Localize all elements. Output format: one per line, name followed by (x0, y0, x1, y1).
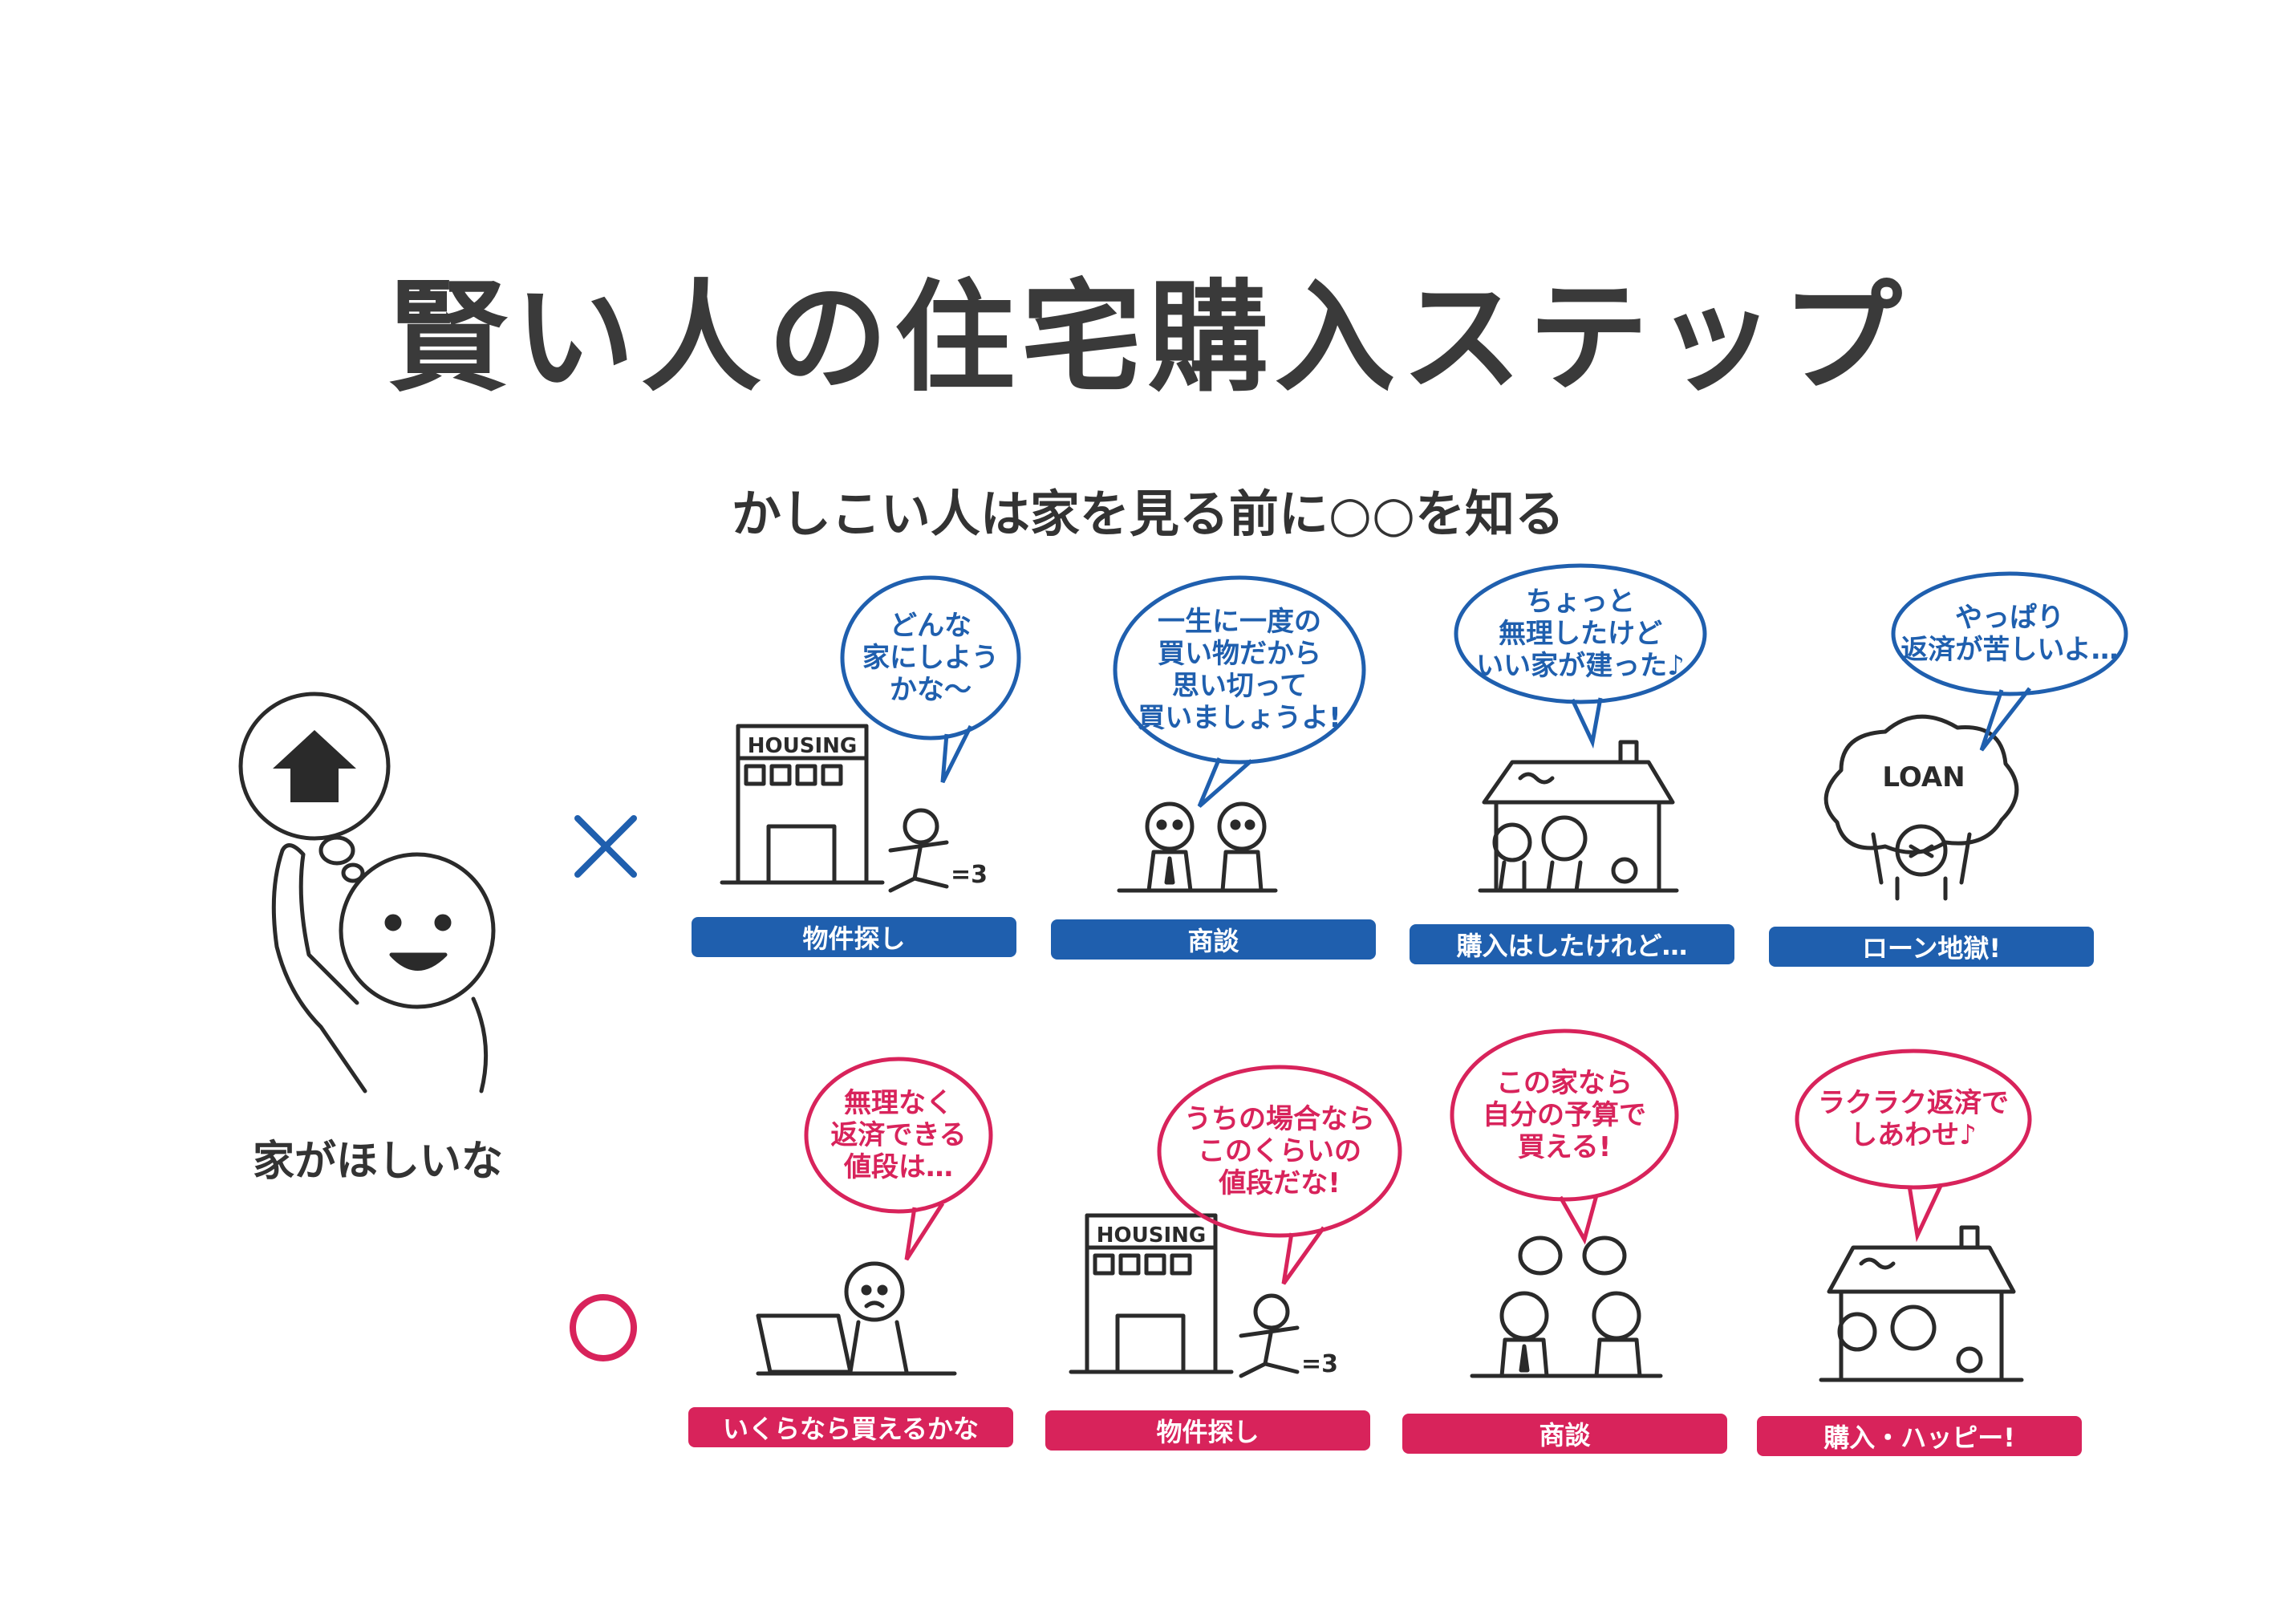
dash-mark-1: =3 (951, 861, 988, 889)
bubble-line: 家にしよう (862, 641, 999, 674)
bubble-line: 思い切って (1171, 670, 1308, 702)
laptop-scene (756, 1261, 957, 1376)
sales-talk-scene-1 (1117, 801, 1278, 893)
bubble-lines: ちょっと無理したけどいい家が建った♪ (1476, 586, 1685, 682)
bubble-text: ラクラク返済でしあわせ♪ (1801, 1059, 2026, 1179)
step-label: ローン地獄! (1769, 927, 2094, 967)
bubble-lines: 一生に一度の買い物だから思い切って買いましょうよ! (1138, 606, 1341, 734)
house-icon (273, 730, 356, 802)
bubble-line: どんな (890, 609, 972, 642)
circle-mark-icon (570, 1294, 637, 1361)
bubble-line: しあわせ♪ (1850, 1119, 1977, 1151)
bubble-text: ちょっと無理したけどいい家が建った♪ (1460, 574, 1701, 694)
bubble-lines: やっぱり返済が苦しいよ… (1900, 602, 2118, 666)
page-title: 賢い人の住宅購入ステップ (387, 269, 1909, 408)
bubble-line: 値段だな! (1219, 1167, 1341, 1200)
bubble-line: 返済が苦しいよ… (1900, 634, 2119, 666)
bubble-line: いい家が建った♪ (1476, 650, 1685, 683)
bubble-text: 無理なく返済できる値段は… (810, 1063, 987, 1207)
bubble-line: かな〜 (890, 674, 972, 707)
bubble-line: 買いましょうよ! (1138, 702, 1341, 735)
housing-sign-2: HOUSING (1097, 1223, 1206, 1248)
step-label: 物件探し (692, 917, 1016, 957)
dash-mark-2: =3 (1301, 1350, 1338, 1378)
housing-building-1 (720, 724, 949, 893)
bubble-text: この家なら自分の予算で買える! (1456, 1039, 1673, 1191)
bubble-lines: ラクラク返済でしあわせ♪ (1818, 1087, 2009, 1151)
bubble-line: 無理なく (843, 1086, 953, 1119)
bubble-text: 一生に一度の買い物だから思い切って買いましょうよ! (1119, 586, 1360, 754)
bubble-line: ラクラク返済で (1818, 1086, 2009, 1119)
bubble-lines: どんな家にしようかな〜 (862, 610, 999, 706)
bubble-line: 返済できる (830, 1118, 967, 1151)
step-label: 商談 (1051, 919, 1376, 960)
person-caption: 家がほしいな (253, 1138, 504, 1186)
bubble-line: 買える! (1517, 1131, 1612, 1164)
housing-building-2 (1069, 1213, 1300, 1378)
cross-mark-icon (574, 815, 637, 878)
bubble-line: この家なら (1496, 1066, 1633, 1099)
bubble-line: 無理したけど (1498, 617, 1662, 650)
house-family-scene-1 (1478, 740, 1679, 893)
speech-bubble-outline (840, 575, 1021, 740)
bubble-line: このくらいの (1198, 1134, 1361, 1167)
bubble-line: うちの場合なら (1184, 1102, 1375, 1135)
step-label: いくらなら買えるかな (688, 1407, 1013, 1447)
house-family-scene-2 (1819, 1225, 2024, 1382)
bubble-line: 一生に一度の (1157, 605, 1321, 638)
thinking-person-figure (238, 692, 496, 1093)
bubble-line: 買い物だから (1157, 637, 1321, 670)
bubble-line: 値段は… (843, 1151, 953, 1184)
housing-sign-1: HOUSING (748, 734, 857, 758)
step-label: 商談 (1402, 1414, 1727, 1454)
bubble-lines: うちの場合ならこのくらいの値段だな! (1184, 1103, 1375, 1199)
bubble-line: やっぱり (1954, 601, 2064, 634)
sales-talk-scene-2 (1470, 1236, 1663, 1378)
bubble-line: 自分の予算で (1483, 1098, 1646, 1131)
bubble-lines: この家なら自分の予算で買える! (1483, 1067, 1646, 1163)
step-label: 購入はしたけれど… (1410, 924, 1734, 964)
bubble-text: どんな家にしようかな〜 (846, 586, 1015, 730)
step-label: 物件探し (1045, 1410, 1370, 1451)
bubble-line: ちょっと (1525, 585, 1635, 618)
page-subtitle: かしこい人は家を見る前に○○を知る (731, 485, 1565, 543)
step-label: 購入・ハッピー! (1757, 1416, 2082, 1456)
loan-label: LOAN (1882, 761, 1965, 793)
loan-burden-scene (1823, 714, 2019, 901)
bubble-text: うちの場合ならこのくらいの値段だな! (1163, 1075, 1396, 1227)
bubble-text: やっぱり返済が苦しいよ… (1897, 582, 2122, 686)
bubble-lines: 無理なく返済できる値段は… (830, 1087, 966, 1183)
